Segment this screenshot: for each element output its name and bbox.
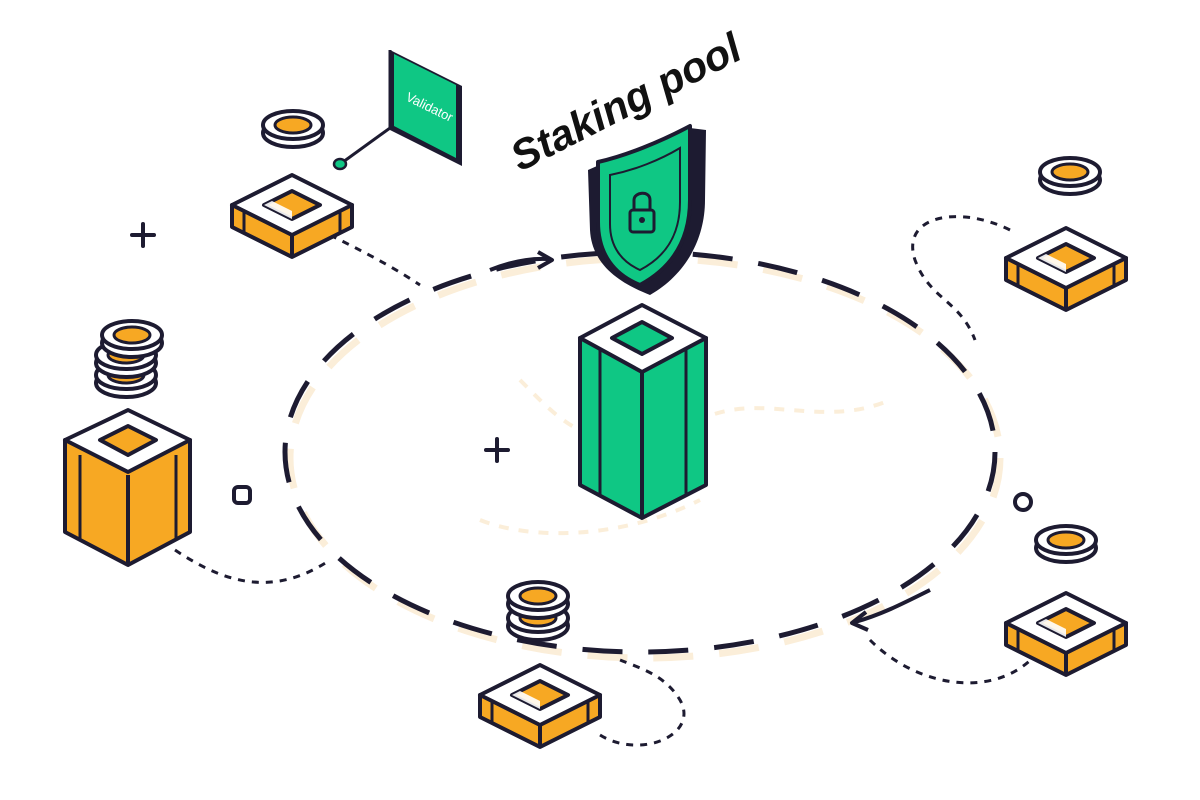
bg-decor-path [479, 498, 701, 536]
stake-block-large-left [63, 408, 192, 567]
orbit-arrow-bottom [854, 588, 931, 624]
square-marker-icon [232, 485, 252, 505]
staking-pool-pillar [578, 303, 708, 520]
coin-icon [506, 580, 570, 620]
flag-anchor-dot [332, 157, 348, 171]
coin-icon [100, 319, 164, 359]
circle-marker-icon [1013, 492, 1033, 512]
arrow-head-icon [850, 610, 869, 632]
connector-line [329, 233, 421, 287]
connector-line [174, 548, 331, 584]
connector-line [868, 638, 1042, 685]
shield-lock-icon [588, 124, 706, 295]
stake-block-right [1004, 226, 1128, 312]
plus-icon [130, 222, 156, 248]
arrow-head-icon [537, 250, 554, 270]
coin-icon [1038, 156, 1102, 196]
stake-block-bottom-right [1004, 591, 1128, 677]
stake-block-bottom [478, 663, 602, 749]
connector-line [911, 215, 1011, 341]
plus-icon [484, 437, 510, 463]
coin-icon [261, 109, 325, 149]
orbit-arrow-top [489, 256, 549, 272]
stake-block-top-left [230, 173, 354, 259]
coin-icon [1034, 524, 1098, 564]
connector-line [599, 658, 686, 747]
validator-flag: Validator [332, 50, 462, 171]
